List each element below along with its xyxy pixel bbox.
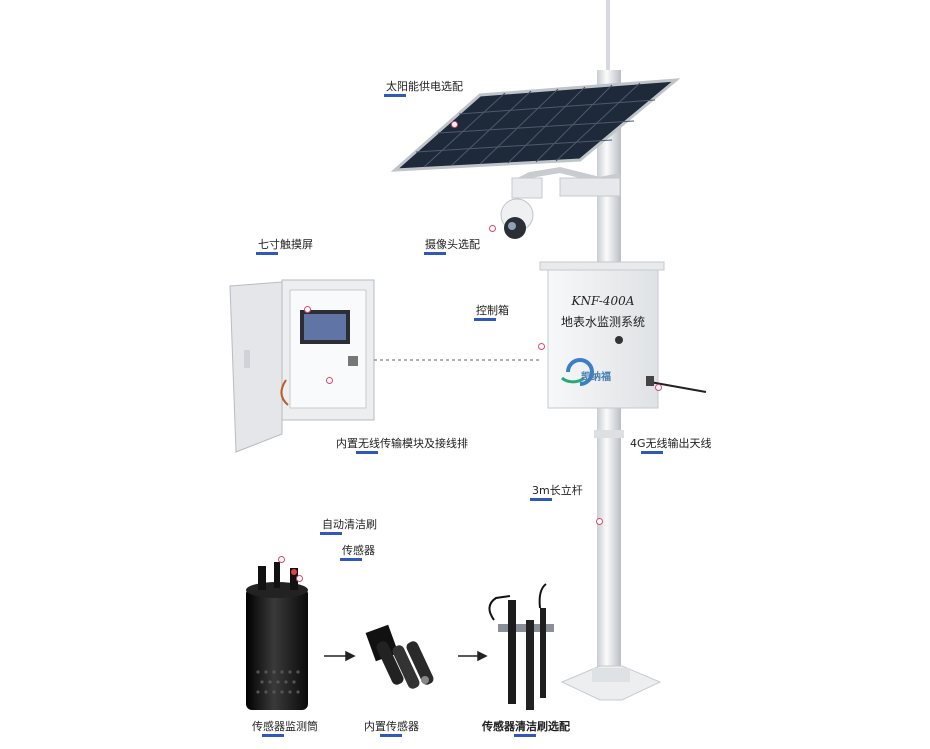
underline-sensor-tube: [262, 734, 284, 737]
brush-option: [488, 583, 554, 710]
callout-dot-auto-brush: [278, 556, 285, 563]
underline-builtin-sensor: [380, 734, 402, 737]
label-brush-option: 传感器清洁刷选配: [482, 720, 570, 733]
callout-dot-solar: [451, 121, 458, 128]
cabinet-open: [229, 279, 375, 453]
underline-antenna: [641, 451, 663, 454]
underline-auto-brush: [320, 532, 342, 535]
label-solar: 太阳能供电选配: [386, 80, 463, 93]
label-sensor: 传感器: [342, 544, 375, 557]
label-touchscreen: 七寸触摸屏: [258, 238, 313, 251]
underline-wireless-module: [356, 451, 378, 454]
label-control-box: 控制箱: [476, 304, 509, 317]
callout-dot-antenna: [655, 384, 662, 391]
underline-brush-option: [514, 734, 536, 737]
label-pole: 3m长立杆: [532, 484, 583, 497]
control-box-system-name: 地表水监测系统: [560, 315, 645, 329]
underline-control-box: [474, 318, 496, 321]
sensor-tube: [246, 562, 308, 710]
control-box-logo: 凯纳福: [581, 372, 611, 383]
underline-pole: [530, 498, 552, 501]
callout-dot-pole: [596, 518, 603, 525]
underline-camera: [424, 252, 446, 255]
label-antenna: 4G无线输出天线: [630, 437, 712, 450]
callout-dot-camera: [489, 225, 496, 232]
builtin-sensor: [365, 624, 434, 689]
solar-panel: [390, 78, 681, 197]
underline-solar: [384, 94, 406, 97]
label-camera: 摄像头选配: [425, 238, 480, 251]
callout-dot-touchscreen: [304, 306, 311, 313]
label-auto-brush: 自动清洁刷: [322, 518, 377, 531]
flow-arrows: [324, 650, 488, 662]
callout-dot-control-box: [538, 343, 545, 350]
control-box-model: KNF-400A: [571, 294, 635, 308]
label-builtin-sensor: 内置传感器: [364, 720, 419, 733]
underline-touchscreen: [256, 252, 278, 255]
label-wireless-module: 内置无线传输模块及接线排: [336, 437, 468, 450]
callout-dot-sensor: [296, 575, 303, 582]
callout-dot-wireless-module: [326, 377, 333, 384]
top-antenna-mast: [606, 0, 610, 80]
camera: [500, 177, 543, 239]
label-sensor-tube: 传感器监测筒: [252, 720, 318, 733]
underline-sensor: [340, 558, 362, 561]
control-box: [539, 261, 707, 409]
